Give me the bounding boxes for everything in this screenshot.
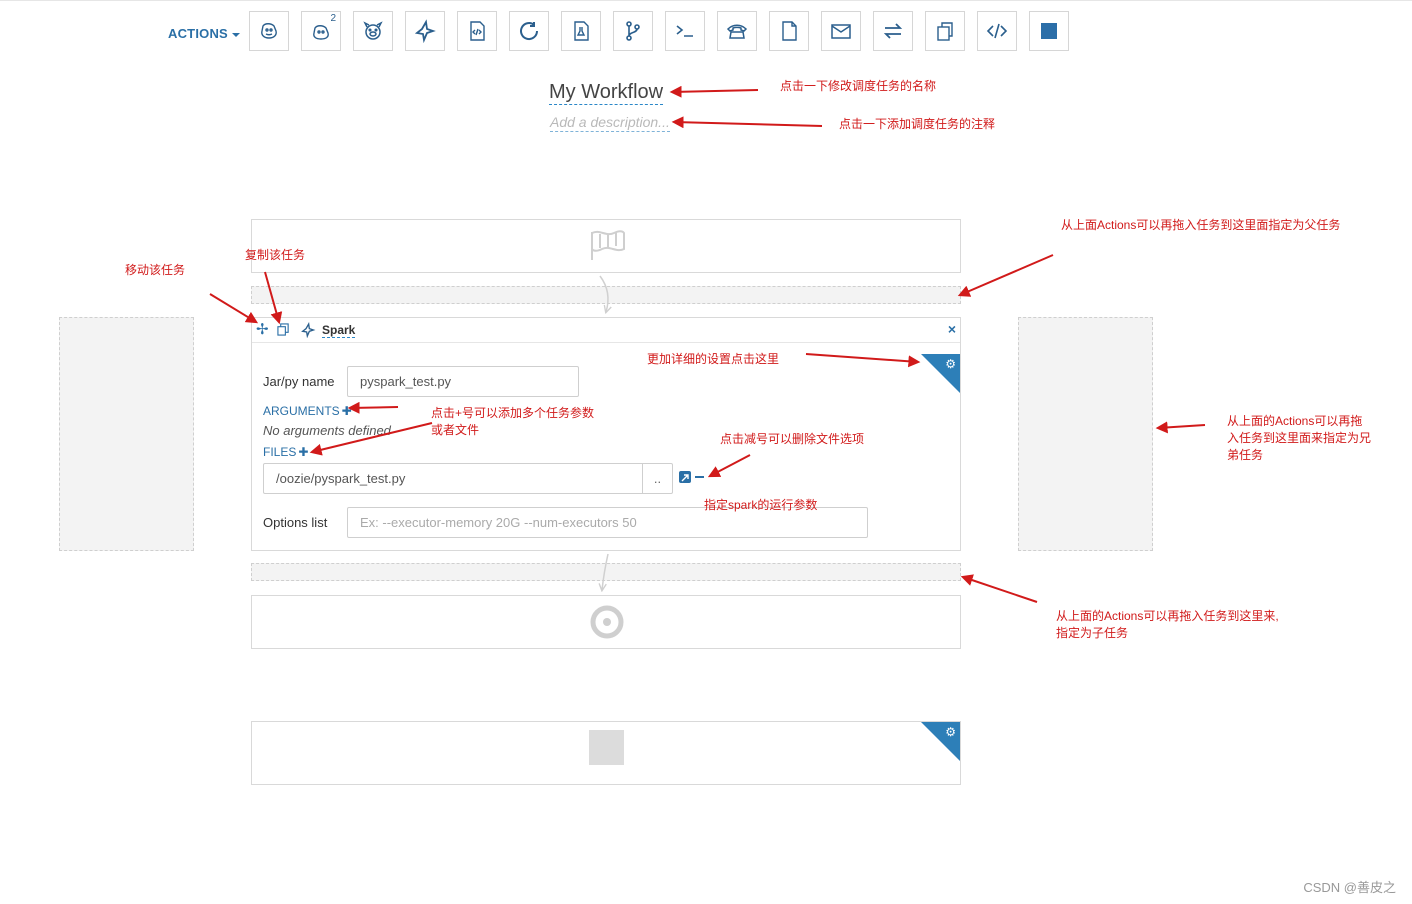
hive2-superscript: 2: [330, 13, 336, 24]
document-icon: [782, 21, 797, 41]
hive-action-button[interactable]: [249, 11, 289, 51]
settings-corner[interactable]: [921, 354, 960, 393]
gear-icon[interactable]: ⚙: [945, 725, 956, 739]
parent-drop-zone[interactable]: [251, 286, 961, 304]
jar-input[interactable]: pyspark_test.py: [347, 366, 579, 397]
pig-action-button[interactable]: [353, 11, 393, 51]
copy-action-button[interactable]: [925, 11, 965, 51]
annotation-sibling-line1: 从上面的Actions可以再拖: [1227, 414, 1363, 428]
flask-file-icon: [574, 21, 589, 41]
spark-icon: [414, 19, 436, 43]
file-path-input[interactable]: /oozie/pyspark_test.py: [263, 463, 643, 494]
java-file-icon: [470, 21, 485, 41]
plus-icon[interactable]: ✚: [341, 404, 352, 418]
annotation-child-line1: 从上面的Actions可以再拖入任务到这里来,: [1056, 609, 1279, 623]
annotation-sibling-line3: 弟任务: [1227, 448, 1264, 462]
terminal-icon: [676, 25, 693, 37]
email-action-button[interactable]: [821, 11, 861, 51]
watermark: CSDN @善皮之: [1303, 880, 1396, 895]
telephone-icon: [726, 24, 748, 39]
no-arguments-note: No arguments defined: [263, 423, 391, 438]
end-node: [251, 595, 961, 649]
arguments-label: ARGUMENTS: [263, 404, 340, 418]
target-icon: [590, 605, 624, 639]
shell-action-button[interactable]: [561, 11, 601, 51]
subworkflow-action-button[interactable]: [509, 11, 549, 51]
kill-settings-corner[interactable]: [921, 722, 960, 761]
annotation-parent: 从上面Actions可以再拖入任务到这里面指定为父任务: [1061, 218, 1341, 232]
child-drop-zone[interactable]: [251, 563, 961, 581]
actions-label: ACTIONS: [168, 26, 228, 41]
java-action-button[interactable]: [457, 11, 497, 51]
annotation-sibling-line2: 入任务到这里面来指定为兄: [1227, 431, 1372, 445]
top-border: [0, 0, 1412, 1]
spark-node-header: ✢ Spark ×: [252, 318, 960, 343]
left-sibling-drop-zone[interactable]: [59, 317, 194, 551]
jar-label: Jar/py name: [263, 374, 335, 389]
fork-action-button[interactable]: [613, 11, 653, 51]
annotation-child-line2: 指定为子任务: [1056, 626, 1129, 640]
distcp-action-button[interactable]: [873, 11, 913, 51]
stop-action-button[interactable]: [1029, 11, 1069, 51]
annotation-settings: 更加详细的设置点击这里: [647, 352, 780, 366]
code-action-button[interactable]: [977, 11, 1017, 51]
gear-icon[interactable]: ⚙: [945, 357, 956, 371]
kill-node: ⚙: [251, 721, 961, 785]
spark-action-button[interactable]: [405, 11, 445, 51]
annotation-copy: 复制该任务: [245, 248, 306, 262]
pig-icon: [363, 21, 383, 40]
close-icon[interactable]: ×: [947, 321, 956, 337]
spark-node-name[interactable]: Spark: [322, 323, 356, 338]
annotation-add-description: 点击一下添加调度任务的注释: [839, 117, 996, 131]
flag-icon: [591, 230, 625, 260]
move-icon[interactable]: ✢: [256, 321, 269, 338]
browse-button[interactable]: ..: [642, 463, 673, 494]
hive2-icon: [313, 25, 329, 40]
files-link[interactable]: FILES✚: [263, 445, 308, 459]
spark-node-icon: [300, 321, 316, 341]
workflow-description[interactable]: Add a description...: [550, 114, 670, 132]
caret-down-icon: [231, 32, 240, 37]
branch-icon: [626, 21, 640, 41]
annotation-delete-file: 点击减号可以删除文件选项: [720, 432, 865, 446]
plus-icon[interactable]: ✚: [298, 445, 309, 459]
telephone-action-button[interactable]: [717, 11, 757, 51]
workflow-title[interactable]: My Workflow: [549, 81, 664, 105]
copy-node-icon[interactable]: [277, 323, 290, 339]
minus-icon[interactable]: [695, 476, 704, 478]
hive-icon: [261, 23, 277, 39]
hive2-action-button[interactable]: 2: [301, 11, 341, 51]
annotation-add-params-line1: 点击+号可以添加多个任务参数: [431, 406, 595, 420]
arguments-link[interactable]: ARGUMENTS✚: [263, 404, 352, 418]
annotation-spark-options: 指定spark的运行参数: [704, 498, 818, 512]
document-action-button[interactable]: [769, 11, 809, 51]
ssh-action-button[interactable]: [665, 11, 705, 51]
actions-dropdown[interactable]: ACTIONS: [168, 26, 240, 41]
open-external-icon[interactable]: [679, 471, 691, 483]
stop-square-icon: [589, 730, 624, 765]
annotation-move: 移动该任务: [125, 263, 186, 277]
copy-icon: [937, 22, 953, 41]
options-input[interactable]: Ex: --executor-memory 20G --num-executor…: [347, 507, 868, 538]
stop-icon: [1041, 23, 1057, 39]
right-sibling-drop-zone[interactable]: [1018, 317, 1153, 551]
email-icon: [831, 24, 851, 39]
files-label: FILES: [263, 445, 297, 459]
annotation-rename: 点击一下修改调度任务的名称: [780, 79, 937, 93]
transfer-icon: [883, 23, 903, 39]
code-icon: [986, 23, 1008, 39]
annotation-add-params-line2: 或者文件: [431, 423, 480, 437]
options-label: Options list: [263, 515, 328, 530]
refresh-circle-icon: [520, 22, 539, 40]
start-node: [251, 219, 961, 273]
